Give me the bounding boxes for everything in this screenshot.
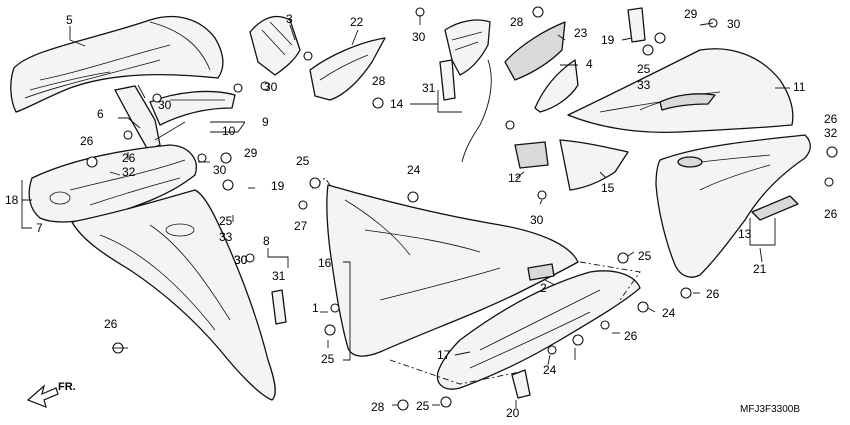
callout-12: 12 — [508, 171, 522, 185]
callout-21: 21 — [753, 262, 767, 276]
callout-24: 24 — [407, 163, 421, 177]
callout-9: 9 — [262, 115, 269, 129]
callout-29: 29 — [684, 7, 698, 21]
callout-10: 10 — [222, 124, 236, 138]
callout-30: 30 — [158, 98, 172, 112]
callout-33: 33 — [219, 230, 233, 244]
callout-7: 7 — [36, 221, 43, 235]
callout-29: 29 — [244, 146, 258, 160]
callout-30: 30 — [234, 253, 248, 267]
callout-24: 24 — [543, 363, 557, 377]
callout-5: 5 — [66, 13, 73, 27]
callout-26: 26 — [706, 287, 720, 301]
bracket-20 — [511, 369, 531, 399]
callout-30: 30 — [264, 80, 278, 94]
callout-3: 3 — [286, 12, 293, 26]
callout-26: 26 — [824, 112, 838, 126]
diagram-code: MFJ3F3300B — [740, 404, 800, 415]
molding-31 — [271, 289, 287, 325]
callout-18: 18 — [5, 193, 19, 207]
callout-27: 27 — [294, 219, 308, 233]
callout-22: 22 — [350, 15, 364, 29]
callout-16: 16 — [318, 256, 332, 270]
callout-23: 23 — [574, 26, 588, 40]
callout-25: 25 — [637, 62, 651, 76]
callout-30: 30 — [412, 30, 426, 44]
inner-cover-15 — [514, 139, 629, 191]
callout-30: 30 — [727, 17, 741, 31]
callout-30: 30 — [234, 253, 248, 267]
right-lower-cowl-13 — [655, 134, 811, 278]
callout-17: 17 — [437, 348, 451, 362]
middle-left-cowl — [28, 144, 197, 223]
callout-4: 4 — [586, 57, 593, 71]
leader-lines — [21, 15, 790, 408]
callout-25: 25 — [296, 154, 310, 168]
lower-left-cowl — [71, 189, 276, 401]
callout-14: 14 — [390, 97, 404, 111]
callout-19: 19 — [601, 33, 615, 47]
callout-30: 30 — [213, 163, 227, 177]
lower-cowl-17 — [436, 270, 641, 390]
callout-25: 25 — [321, 352, 335, 366]
callout-19: 19 — [271, 179, 285, 193]
right-upper-cowl-11 — [567, 48, 794, 133]
callout-8: 8 — [263, 234, 270, 248]
callout-28: 28 — [510, 15, 524, 29]
callout-26: 26 — [80, 134, 94, 148]
callout-24: 24 — [662, 306, 676, 320]
callout-25: 25 — [638, 249, 652, 263]
side-panel-23 — [504, 21, 579, 113]
callout-28: 28 — [372, 74, 386, 88]
assembly-boundary — [309, 177, 641, 385]
front-direction-label: FR. — [58, 381, 76, 393]
callout-6: 6 — [97, 107, 104, 121]
callout-1: 1 — [312, 301, 319, 315]
callout-25: 25 — [416, 399, 430, 413]
bracket-19-29 — [627, 7, 666, 56]
emblem-21 — [751, 195, 799, 221]
callout-30: 30 — [530, 213, 544, 227]
inner-panel-22 — [309, 37, 386, 101]
callout-20: 20 — [506, 406, 520, 420]
callout-26: 26 — [104, 317, 118, 331]
callout-2: 2 — [540, 281, 547, 295]
callout-31: 31 — [272, 269, 286, 283]
callout-33: 33 — [637, 78, 651, 92]
upper-left-cowl — [10, 16, 224, 113]
callout-15: 15 — [601, 181, 615, 195]
inner-bracket-3 — [249, 15, 301, 76]
callout-13: 13 — [738, 227, 752, 241]
callout-28: 28 — [371, 400, 385, 414]
center-stay-14 — [439, 19, 492, 163]
front-direction-arrow: FR. — [26, 381, 76, 408]
callout-26: 26 — [824, 207, 838, 221]
callout-31: 31 — [422, 81, 436, 95]
callout-25: 25 — [219, 214, 233, 228]
callout-32: 32 — [122, 165, 136, 179]
under-cowl-16 — [326, 184, 579, 357]
callout-11: 11 — [793, 80, 806, 94]
inner-stay-6 — [114, 85, 236, 151]
callout-32: 32 — [824, 126, 838, 140]
callout-26: 26 — [122, 151, 136, 165]
callout-26: 26 — [624, 329, 638, 343]
